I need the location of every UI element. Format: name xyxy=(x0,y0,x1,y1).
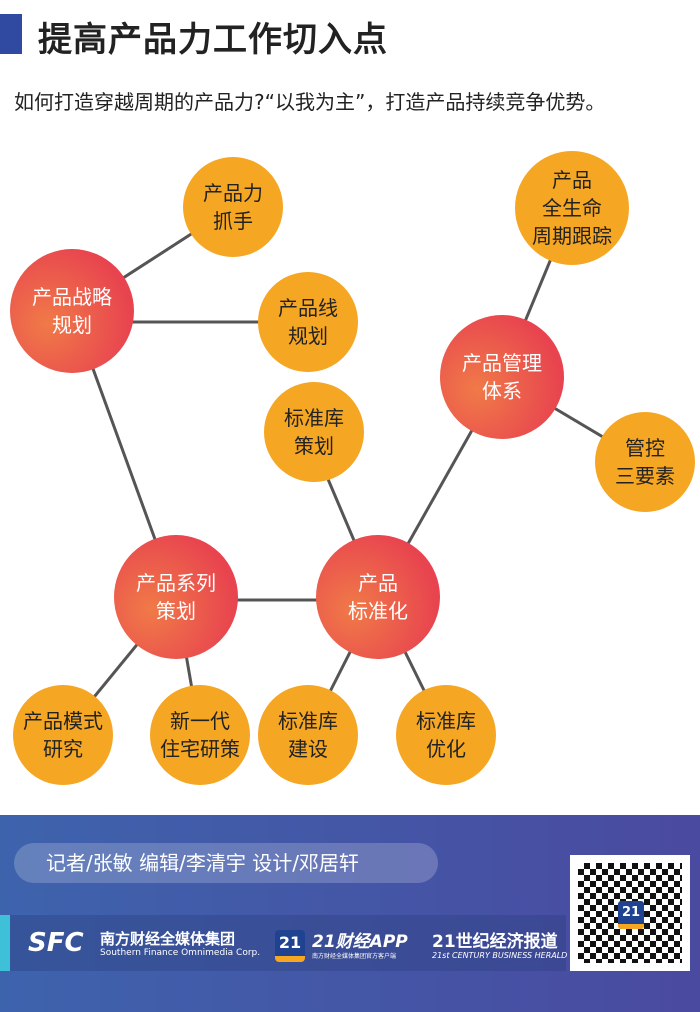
node-control-elements: 管控 三要素 xyxy=(595,412,695,512)
node-product-series: 产品系列 策划 xyxy=(114,535,238,659)
qr-code[interactable]: 21 xyxy=(570,855,690,971)
herald-english-name: 21st CENTURY BUSINESS HERALD xyxy=(432,951,568,960)
herald-name: 21世纪经济报道 xyxy=(432,932,558,952)
sfc-logo: SFC xyxy=(28,928,84,958)
page-title: 提高产品力工作切入点 xyxy=(38,20,388,60)
app-badge-icon: 21 xyxy=(275,930,305,962)
node-lifecycle-tracking: 产品 全生命 周期跟踪 xyxy=(515,151,629,265)
node-product-standardization: 产品 标准化 xyxy=(316,535,440,659)
sfc-english-name: Southern Finance Omnimedia Corp. xyxy=(100,948,261,958)
sfc-name: 南方财经全媒体集团 xyxy=(100,930,236,948)
node-product-strategy: 产品战略 规划 xyxy=(10,249,134,373)
node-new-generation: 新一代 住宅研策 xyxy=(150,685,250,785)
credits: 记者/张敏 编辑/李清宇 设计/邓居轩 xyxy=(14,843,438,883)
node-library-optimize: 标准库 优化 xyxy=(396,685,496,785)
node-product-management: 产品管理 体系 xyxy=(440,315,564,439)
app-subtitle: 南方财经全媒体集团官方客户端 xyxy=(312,953,397,960)
title-accent-bar xyxy=(0,14,22,54)
node-product-line: 产品线 规划 xyxy=(258,272,358,372)
node-library-planning: 标准库 策划 xyxy=(264,382,364,482)
node-product-grip: 产品力 抓手 xyxy=(183,157,283,257)
subtitle: 如何打造穿越周期的产品力?“以我为主”，打造产品持续竞争优势。 xyxy=(14,90,606,114)
node-mode-research: 产品模式 研究 xyxy=(13,685,113,785)
node-library-build: 标准库 建设 xyxy=(258,685,358,785)
qr-logo-icon: 21 xyxy=(618,901,644,929)
qr-pattern: 21 xyxy=(578,863,682,963)
app-name: 21财经APP xyxy=(312,932,408,952)
